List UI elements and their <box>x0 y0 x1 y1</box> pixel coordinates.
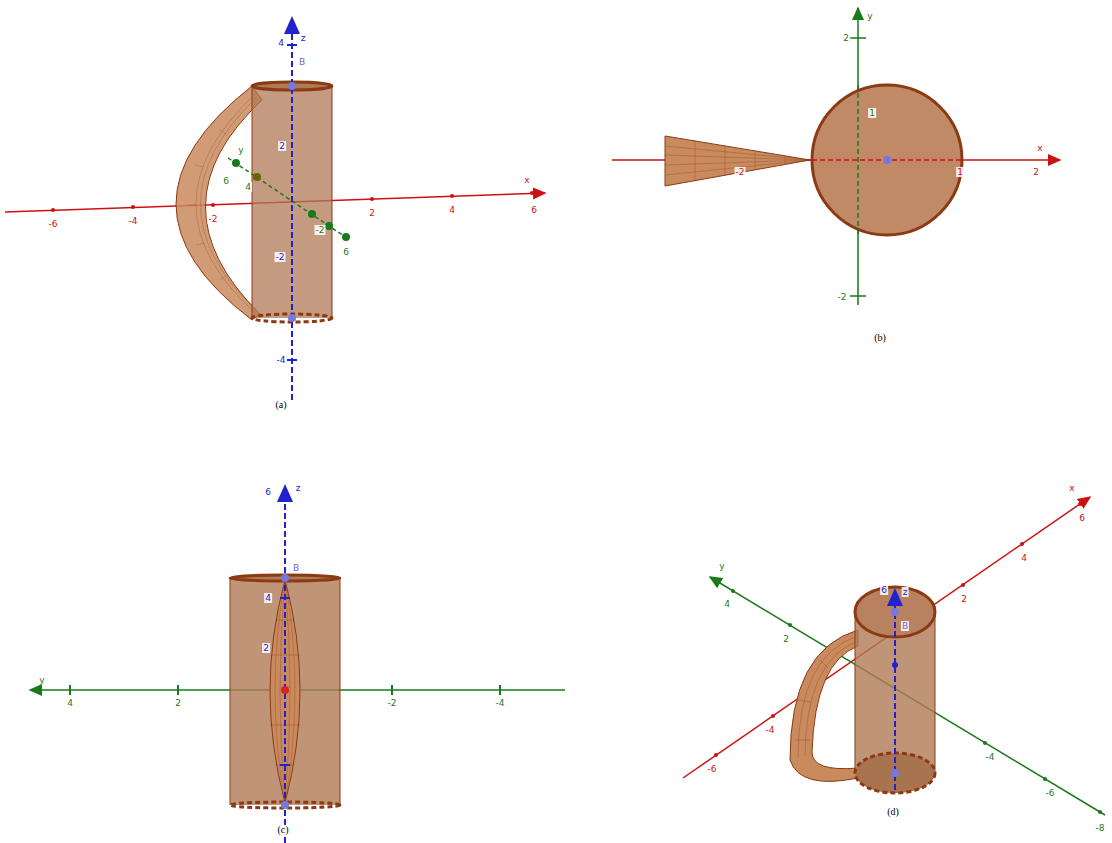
axis-label: -4 <box>495 698 506 708</box>
panel-b <box>612 8 1060 305</box>
axis-label: -4 <box>985 752 996 762</box>
axis-label: x <box>523 175 530 185</box>
axis-label: x <box>1068 483 1075 493</box>
axis-label: 6 <box>880 585 888 595</box>
axis-label: 2 <box>960 594 968 604</box>
axis-label: -2 <box>837 292 848 302</box>
axis-label: B <box>901 621 909 631</box>
axis-label: y <box>38 675 45 685</box>
axis-label: -4 <box>765 725 776 735</box>
axis-label: y <box>866 11 873 21</box>
axis-label: -8 <box>1095 823 1106 833</box>
axis-label: B <box>298 57 306 67</box>
panel-caption: (b) <box>873 333 887 343</box>
panel-caption: (c) <box>276 825 289 835</box>
axis-label: 1 <box>868 108 876 118</box>
axis-label: 6 <box>1078 513 1086 523</box>
axis-label: -6 <box>707 764 718 774</box>
axis-label: 2 <box>1032 167 1040 177</box>
axis-label: -2 <box>208 214 219 224</box>
axis-label: 4 <box>66 698 74 708</box>
panel-d <box>683 497 1105 815</box>
axis-label: 4 <box>277 38 285 48</box>
axis-label: 2 <box>368 208 376 218</box>
axis-label: 1 <box>956 167 964 177</box>
axis-label: x <box>1036 143 1043 153</box>
panel-caption: (a) <box>274 400 287 410</box>
axis-label: 6 <box>222 176 230 186</box>
axis-label: z <box>300 33 307 43</box>
axis-label: 2 <box>842 33 850 43</box>
axis-label: -4 <box>276 355 287 365</box>
axis-label: 4 <box>1020 553 1028 563</box>
axis-label: y <box>237 145 244 155</box>
axis-label: 2 <box>278 141 286 151</box>
axis-label: B <box>292 563 300 573</box>
axis-label: -4 <box>128 216 139 226</box>
axis-label: 6 <box>530 205 538 215</box>
panel-a <box>5 18 545 400</box>
axis-label: -2 <box>387 698 398 708</box>
axis-label: -2 <box>275 252 286 262</box>
axis-label: 6 <box>264 487 272 497</box>
axis-label: 2 <box>262 643 270 653</box>
axis-label: 2 <box>174 698 182 708</box>
axis-label: -6 <box>48 219 59 229</box>
axis-label: z <box>902 587 909 597</box>
panel-caption: (d) <box>886 807 900 817</box>
axis-label: -6 <box>1045 788 1056 798</box>
axis-label: y <box>718 561 725 571</box>
axis-label: -2 <box>315 225 326 235</box>
panel-c <box>30 486 565 843</box>
axis-label: 4 <box>723 599 731 609</box>
axis-label: 2 <box>782 634 790 644</box>
axis-label: 6 <box>342 247 350 257</box>
axis-label: 4 <box>448 205 456 215</box>
axis-label: 4 <box>264 593 272 603</box>
axis-label: z <box>295 483 302 493</box>
axis-label: 4 <box>244 182 252 192</box>
axis-label: -2 <box>735 167 746 177</box>
